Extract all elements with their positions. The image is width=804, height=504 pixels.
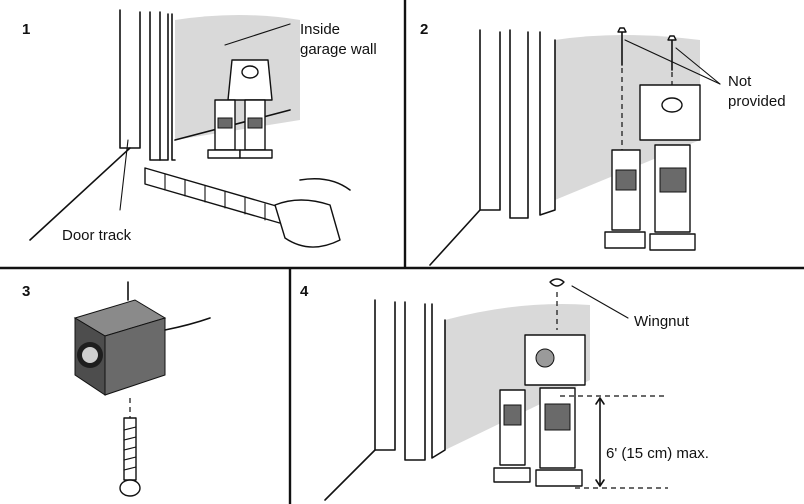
panel-3-number: 3: [22, 283, 30, 300]
wall-callout-line-1: Inside: [300, 21, 340, 38]
wall-edge-2: [539, 31, 556, 216]
door-track: [149, 11, 169, 161]
wall-callout-line-2: garage wall: [300, 41, 377, 58]
panel-4-number: 4: [300, 283, 309, 300]
panel-2: 2 Not provided: [420, 21, 786, 266]
screws-callout-label: Not provided: [728, 73, 786, 110]
wall-leader-line: [224, 23, 291, 46]
track-callout-label: Door track: [62, 227, 132, 244]
sensor-bracket: [207, 59, 273, 159]
wingnut-callout-label: Wingnut: [634, 313, 690, 330]
panel-1-number: 1: [22, 21, 30, 38]
door-jamb-2: [479, 29, 501, 211]
garage-wall-shade-2: [555, 35, 700, 200]
track-leader-line: [119, 139, 129, 211]
screws-callout-line-1: Not: [728, 73, 752, 90]
door-jamb-4: [374, 299, 396, 451]
wingnut-leader-line: [571, 285, 629, 319]
screw-leader-line-1: [624, 39, 721, 85]
safety-sensor: [73, 281, 211, 396]
dimension-arrow-top: [595, 397, 605, 405]
door-track-2: [509, 29, 529, 219]
floor-line: [29, 147, 131, 241]
screws-callout-line-2: provided: [728, 93, 786, 110]
wall-edge-4: [431, 303, 446, 459]
floor-line-2: [429, 209, 481, 266]
dimension-arrow-bottom: [595, 479, 605, 487]
wall-callout-label: Inside garage wall: [300, 21, 377, 58]
floor-line-4: [324, 449, 376, 501]
tape-measure: [144, 167, 351, 248]
carriage-bolt: [119, 417, 141, 497]
sensor-bracket-4: [493, 334, 586, 487]
panel-1: 1: [22, 9, 377, 248]
dimension-callout-label: 6' (15 cm) max.: [606, 445, 709, 462]
door-jamb: [119, 9, 141, 149]
sensor-bracket-2: [604, 84, 701, 251]
panel-4: 4 Wingnut 6' (15 cm) max.: [300, 278, 709, 501]
panel-2-number: 2: [420, 21, 428, 38]
sensor-wire: [164, 317, 211, 331]
wingnut: [549, 278, 565, 330]
wall-edge: [171, 13, 176, 161]
door-track-4: [404, 301, 426, 461]
hand-outline: [299, 177, 351, 191]
screw-leader-line-2: [675, 47, 721, 85]
panel-3: 3: [22, 281, 211, 497]
